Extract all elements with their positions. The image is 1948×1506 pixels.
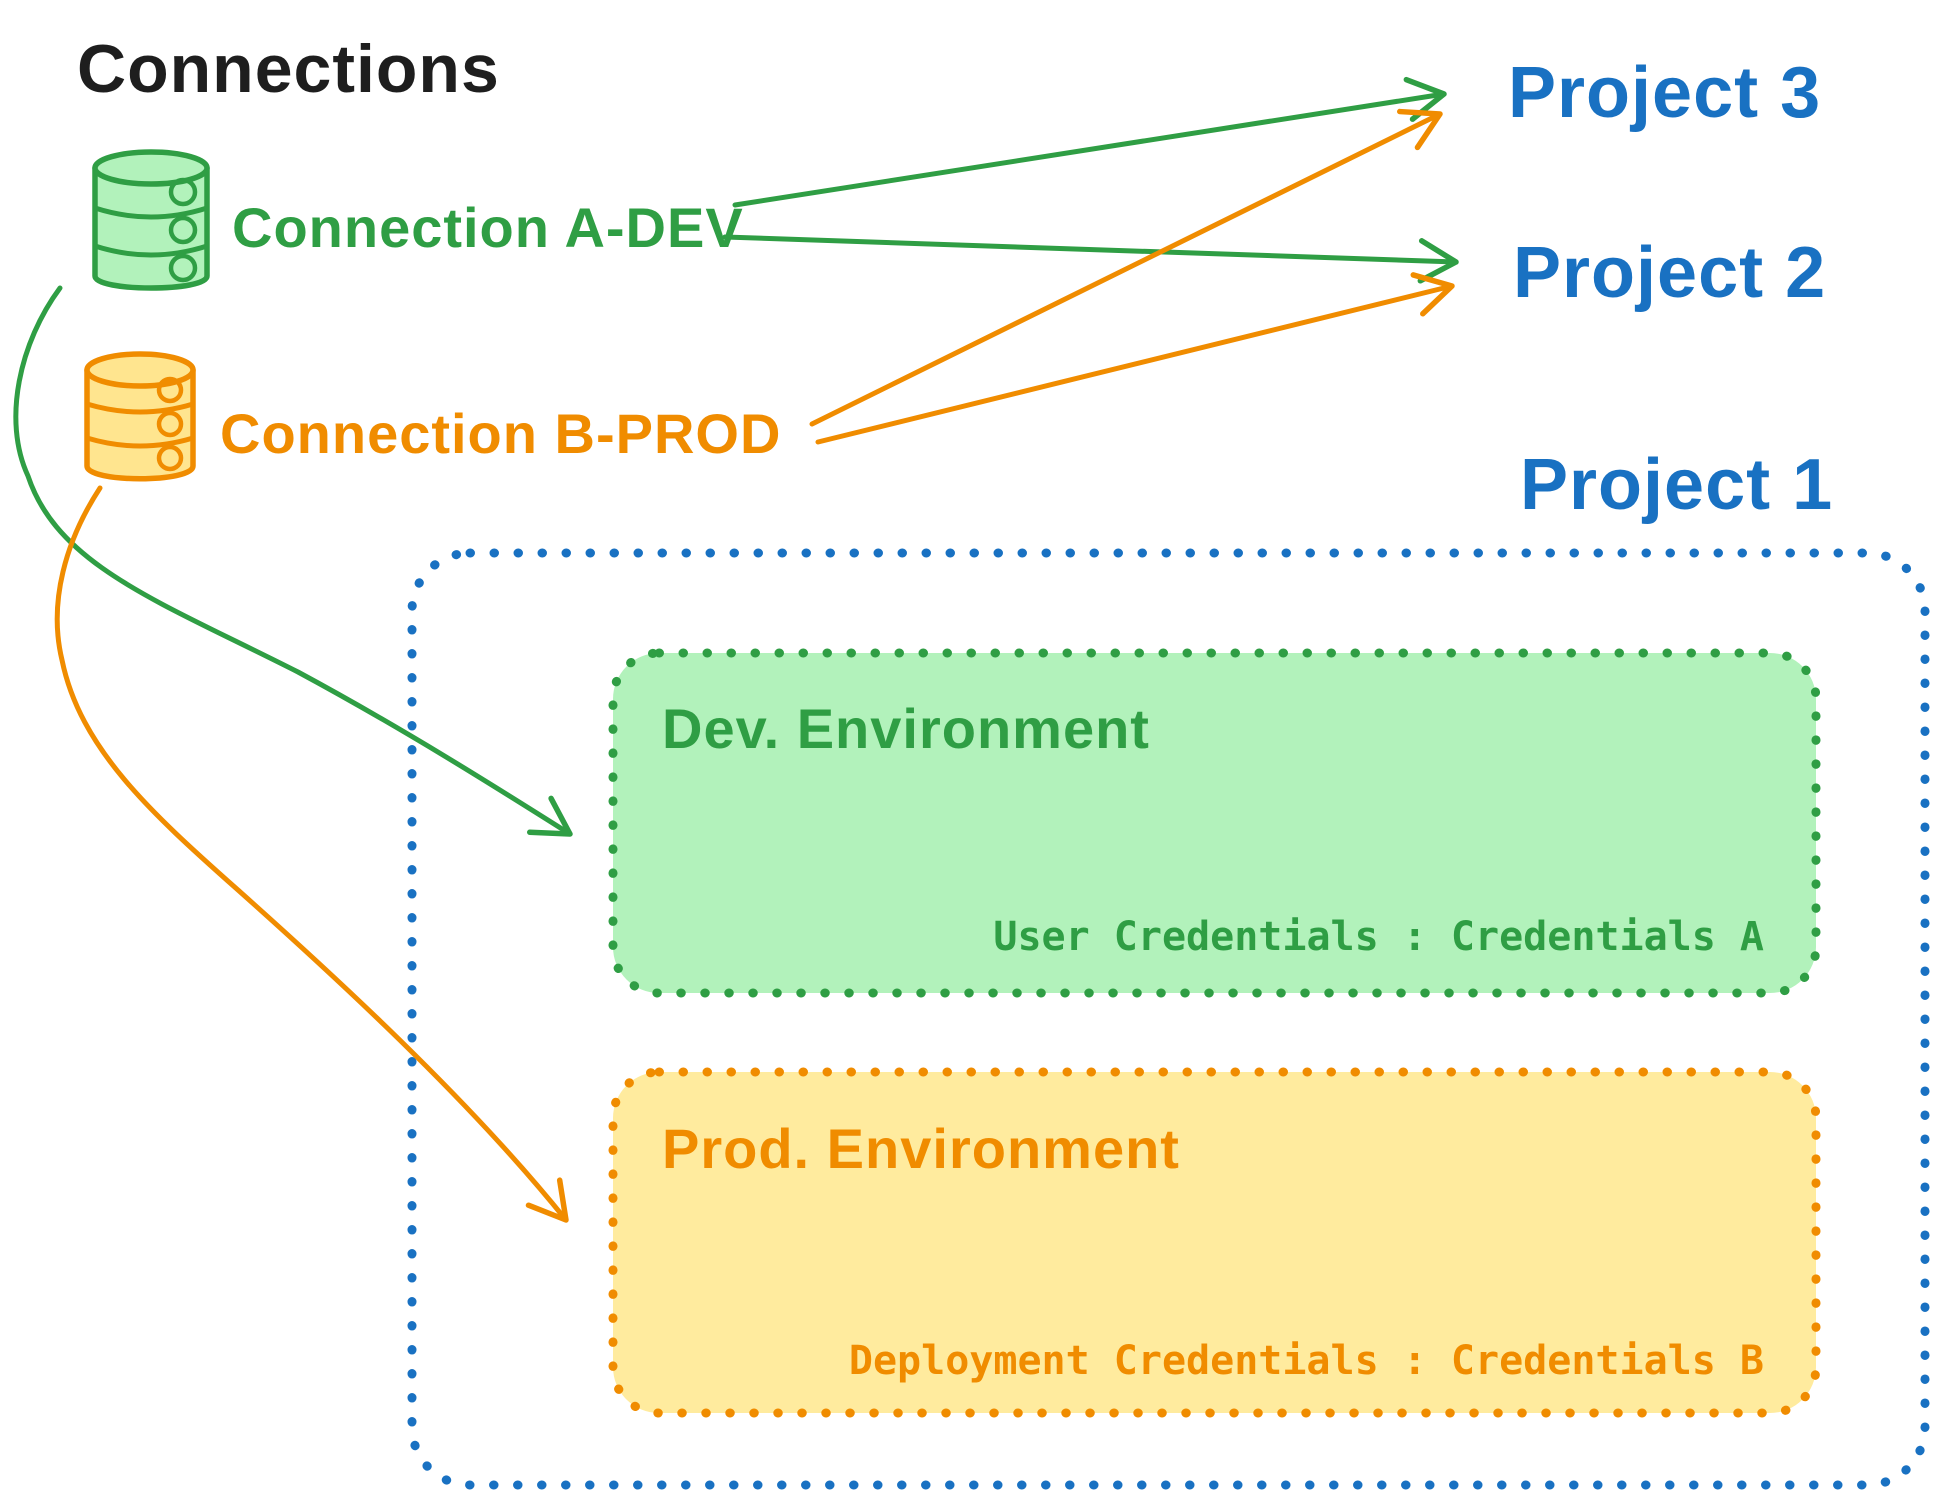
database-divider bbox=[92, 243, 210, 258]
project-1-label: Project 1 bbox=[1520, 445, 1833, 525]
database-icon-a-dev bbox=[92, 149, 210, 291]
prod-environment-fill bbox=[613, 1072, 1816, 1413]
dev-environment-fill bbox=[613, 653, 1816, 993]
database-led bbox=[156, 376, 184, 404]
arrow-b-prod-to-project-2 bbox=[815, 272, 1455, 445]
database-icon-b-prod bbox=[84, 351, 196, 482]
connection-b-prod-label: Connection B-PROD bbox=[220, 402, 781, 465]
prod-environment-credentials: Deployment Credentials : Credentials B bbox=[849, 1338, 1764, 1384]
arrow-a-dev-to-project-3 bbox=[732, 76, 1447, 208]
dev-environment-border bbox=[608, 648, 1821, 998]
arrow-a-dev-to-dev-environment bbox=[13, 285, 573, 837]
database-divider bbox=[92, 205, 210, 220]
database-led bbox=[168, 253, 198, 283]
database-body bbox=[84, 367, 196, 482]
project1-container-box bbox=[407, 548, 1930, 1490]
prod-environment-box: Prod. Environment Deployment Credentials… bbox=[608, 1067, 1821, 1418]
database-divider bbox=[84, 401, 196, 415]
arrow-a-dev-to-project-2 bbox=[722, 234, 1459, 284]
page-title: Connections bbox=[77, 31, 500, 107]
arrow-b-prod-to-project-3 bbox=[809, 108, 1443, 427]
dev-environment-box: Dev. Environment User Credentials : Cred… bbox=[608, 648, 1821, 998]
project-3-label: Project 3 bbox=[1508, 53, 1821, 133]
database-led bbox=[168, 177, 198, 207]
database-divider bbox=[84, 435, 196, 449]
database-led bbox=[168, 215, 198, 245]
connection-a-dev-label: Connection A-DEV bbox=[232, 196, 744, 259]
prod-environment-title: Prod. Environment bbox=[662, 1117, 1180, 1180]
database-led bbox=[156, 410, 184, 438]
dev-environment-credentials: User Credentials : Credentials A bbox=[993, 914, 1764, 960]
database-led bbox=[156, 444, 184, 472]
project-2-label: Project 2 bbox=[1513, 233, 1826, 313]
dev-environment-title: Dev. Environment bbox=[662, 697, 1150, 760]
prod-environment-border bbox=[608, 1067, 1821, 1418]
arrow-b-prod-to-prod-environment bbox=[54, 485, 569, 1223]
database-top bbox=[92, 149, 210, 187]
